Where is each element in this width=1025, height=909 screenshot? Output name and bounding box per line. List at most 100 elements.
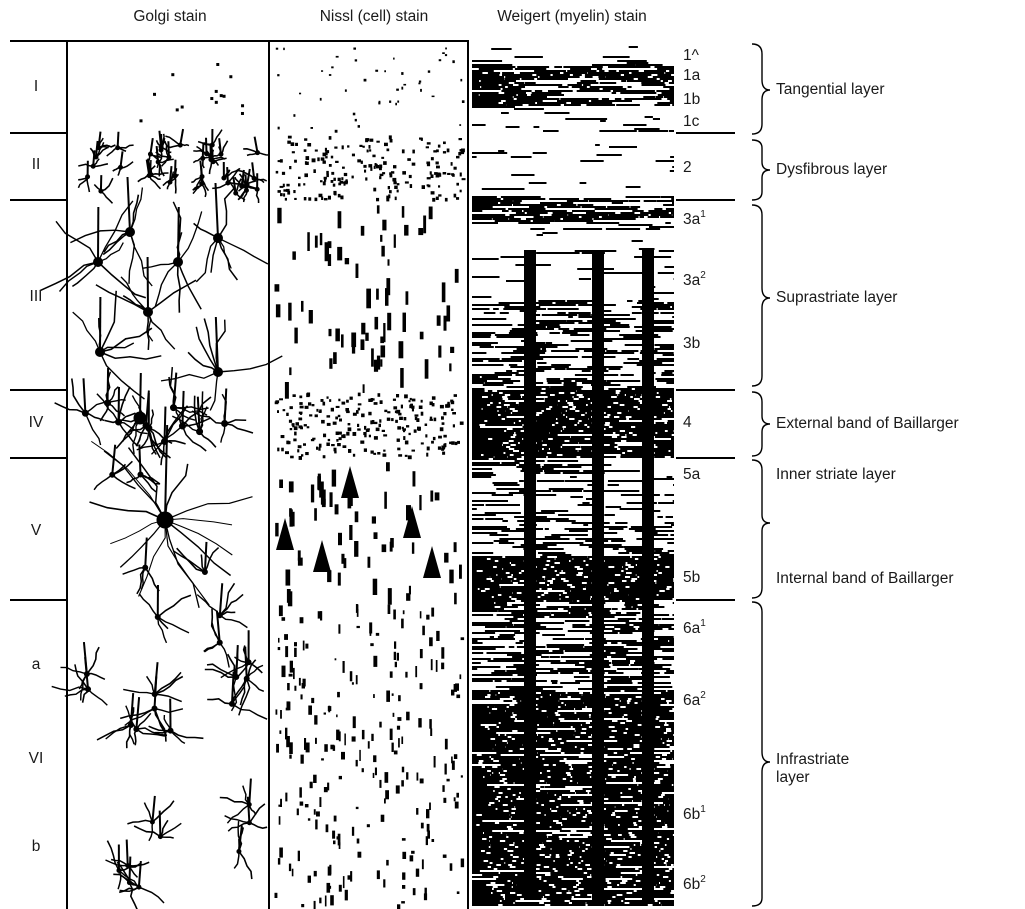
golgi-neuron (193, 182, 269, 283)
myelin-fiber (605, 650, 629, 652)
myelin-fiber (659, 554, 674, 556)
brace-external-band (751, 391, 771, 457)
nissl-cell (337, 211, 342, 229)
myelin-fiber (654, 436, 674, 438)
golgi-neuron (54, 378, 106, 446)
myelin-fiber (592, 788, 629, 790)
myelin-fiber (571, 854, 610, 856)
nissl-cell (309, 414, 313, 417)
myelin-fiber (654, 814, 674, 816)
myelin-fiber (589, 200, 629, 202)
myelin-fiber (548, 592, 563, 594)
myelin-fiber (472, 866, 488, 868)
myelin-fiber (618, 446, 654, 448)
nissl-cell (324, 744, 328, 752)
myelin-fiber (581, 856, 602, 858)
myelin-fiber (472, 216, 515, 218)
myelin-fiber (573, 896, 592, 898)
myelin-fiber (472, 810, 504, 812)
myelin-fiber (472, 876, 494, 878)
myelin-fiber (671, 198, 674, 200)
myelin-fiber (622, 792, 641, 794)
nissl-cell (293, 190, 296, 194)
myelin-fiber (590, 398, 634, 400)
myelin-fiber (667, 550, 674, 552)
nissl-cell (356, 410, 359, 414)
myelin-fiber (573, 396, 579, 398)
myelin-fiber (652, 118, 660, 120)
nissl-cell (304, 161, 307, 165)
myelin-fiber (472, 786, 495, 788)
myelin-fiber (569, 602, 606, 604)
myelin-fiber (521, 572, 560, 574)
myelin-fiber (472, 422, 514, 424)
myelin-fiber (506, 734, 538, 736)
nissl-cell (289, 166, 292, 170)
myelin-fiber (623, 336, 661, 338)
nissl-cell (373, 359, 379, 372)
nissl-cell (349, 671, 353, 682)
nissl-cell (324, 179, 327, 182)
myelin-fiber (529, 584, 547, 586)
myelin-fiber (635, 844, 641, 846)
myelin-fiber (643, 864, 666, 866)
myelin-fiber (634, 530, 674, 532)
nissl-cell (292, 423, 295, 428)
myelin-fiber (606, 760, 650, 762)
myelin-fiber (626, 658, 658, 660)
myelin-fiber (534, 768, 570, 770)
myelin-fiber (673, 484, 674, 486)
myelin-fiber (472, 508, 477, 510)
nissl-cell (412, 471, 416, 487)
myelin-fiber (472, 896, 503, 898)
myelin-fiber (651, 478, 674, 480)
myelin-fiber (657, 74, 672, 76)
myelin-fiber (615, 896, 650, 898)
myelin-fiber (599, 648, 638, 650)
nissl-cell (387, 312, 392, 331)
nissl-cell (430, 659, 433, 671)
nissl-cell (404, 440, 409, 445)
myelin-fiber (536, 234, 543, 236)
myelin-fiber (500, 764, 513, 766)
myelin-fiber (501, 530, 525, 532)
myelin-fiber (561, 892, 567, 894)
myelin-fiber (551, 854, 556, 856)
nissl-cell (300, 426, 303, 430)
myelin-fiber (657, 272, 674, 274)
myelin-fiber (481, 814, 510, 816)
nissl-cell (437, 446, 441, 450)
nissl-cell (401, 780, 404, 787)
myelin-fiber (590, 722, 621, 724)
myelin-fiber (472, 706, 488, 708)
myelin-fiber (580, 160, 604, 162)
myelin-fiber (661, 618, 674, 620)
myelin-fiber (526, 428, 564, 430)
brace-tangential (751, 43, 771, 135)
myelin-fiber (545, 576, 584, 578)
myelin-fiber (570, 772, 587, 774)
myelin-fiber (625, 706, 654, 708)
myelin-fiber (472, 812, 512, 814)
myelin-fiber (557, 404, 569, 406)
myelin-fiber (601, 576, 625, 578)
myelin-fiber (557, 312, 566, 314)
nissl-cell (456, 197, 460, 200)
myelin-fiber (554, 394, 577, 396)
golgi-neuron (166, 166, 180, 190)
myelin-fiber (650, 872, 674, 874)
myelin-fiber (609, 880, 622, 882)
myelin-fiber (472, 606, 495, 608)
myelin-fiber (472, 696, 485, 698)
myelin-fiber (620, 374, 634, 376)
nissl-cell (366, 824, 370, 828)
myelin-fiber (646, 750, 671, 752)
nissl-cell (291, 151, 295, 154)
myelin-fiber (656, 580, 674, 582)
myelin-fiber (605, 76, 648, 78)
nissl-cell (326, 150, 330, 154)
nissl-cell (416, 418, 420, 422)
myelin-fiber (472, 472, 494, 474)
nissl-cell (385, 288, 389, 306)
myelin-fiber (548, 836, 559, 838)
